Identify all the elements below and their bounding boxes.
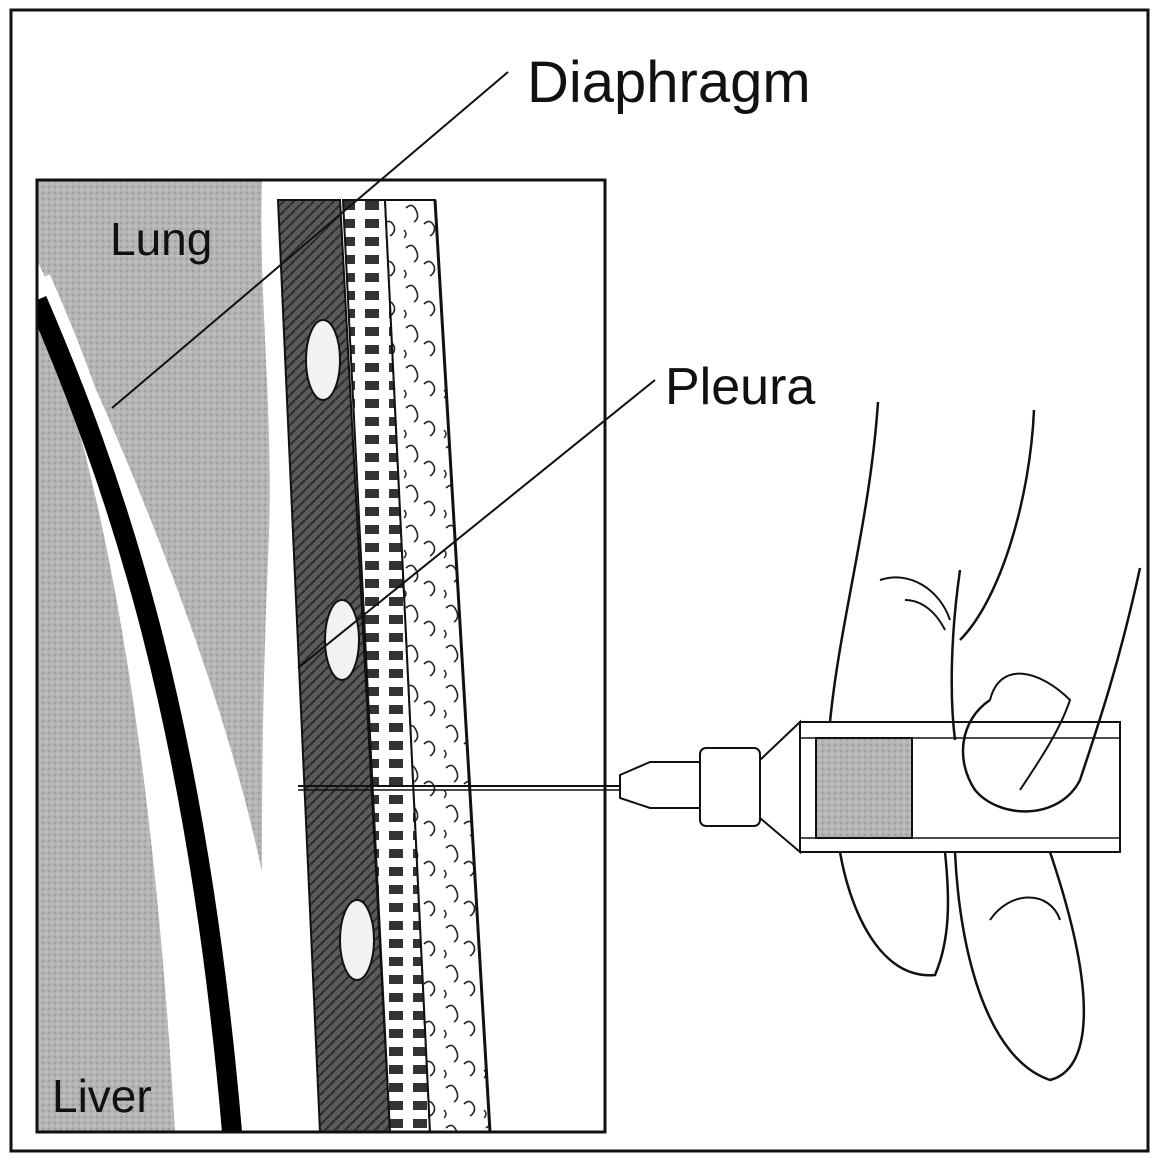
label-diaphragm: Diaphragm <box>527 50 811 115</box>
label-pleura: Pleura <box>665 358 815 416</box>
syringe-tip <box>620 762 700 808</box>
anatomy-inset <box>37 180 605 1132</box>
rib-2 <box>325 600 359 680</box>
rib-3 <box>340 900 374 980</box>
label-lung: Lung <box>110 213 212 265</box>
syringe-hub <box>700 748 760 826</box>
syringe-plunger-stopper <box>816 738 912 838</box>
label-liver: Liver <box>52 1070 152 1122</box>
rib-1 <box>306 320 340 400</box>
